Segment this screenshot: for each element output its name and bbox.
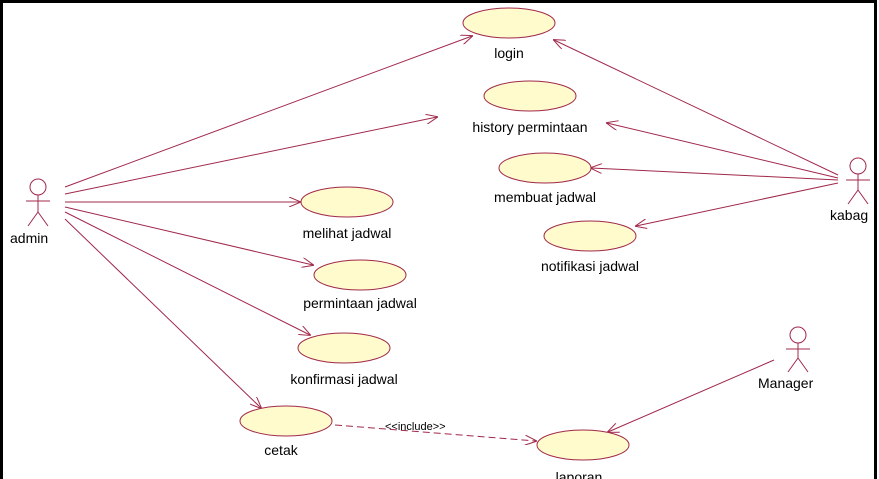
usecase-laporan[interactable]: laporan — [536, 429, 630, 479]
edge-kabag-login — [554, 40, 839, 176]
actor-kabag[interactable] — [846, 157, 870, 205]
usecase-permintaan-jadwal[interactable]: permintaan jadwal — [303, 259, 417, 311]
actor-kabag-head-icon — [849, 157, 867, 175]
usecase-history-permintaan[interactable]: history permintaan — [472, 80, 588, 135]
usecase-notifikasi-jadwal-label: notifikasi jadwal — [541, 258, 639, 274]
usecase-membuat-jadwal-shape — [498, 152, 592, 184]
usecase-history-permintaan-label: history permintaan — [472, 119, 587, 135]
usecase-melihat-jadwal-label: melihat jadwal — [303, 225, 392, 241]
usecase-permintaan-jadwal-shape — [313, 259, 407, 291]
edge-kabag-notifikasi — [636, 182, 839, 226]
usecase-melihat-jadwal-shape — [300, 186, 394, 218]
edge-kabag-history — [607, 123, 839, 179]
usecase-login[interactable]: login — [462, 7, 556, 61]
actor-manager-label: Manager — [758, 375, 814, 391]
usecase-cetak-label: cetak — [264, 442, 298, 458]
edge-admin-login — [64, 36, 472, 188]
actor-admin[interactable] — [26, 178, 50, 227]
edge-manager-laporan — [608, 359, 775, 432]
include-label: <<include>> — [385, 421, 446, 433]
edge-admin-cetak — [64, 218, 261, 408]
edge-admin-konfirmasi — [64, 211, 310, 335]
usecase-login-label: login — [494, 45, 524, 61]
usecase-permintaan-jadwal-label: permintaan jadwal — [303, 295, 417, 311]
usecase-membuat-jadwal-label: membuat jadwal — [494, 189, 596, 205]
usecase-laporan-label: laporan — [556, 469, 603, 479]
actor-kabag-label: kabag — [830, 207, 868, 223]
usecase-notifikasi-jadwal[interactable]: notifikasi jadwal — [541, 220, 639, 274]
usecase-konfirmasi-jadwal-label: konfirmasi jadwal — [290, 371, 397, 387]
usecase-history-permintaan-shape — [483, 80, 577, 112]
usecase-konfirmasi-jadwal-shape — [297, 332, 391, 364]
edge-include-cetak-laporan — [334, 424, 536, 441]
usecase-konfirmasi-jadwal[interactable]: konfirmasi jadwal — [290, 332, 398, 387]
actor-manager[interactable] — [786, 326, 810, 373]
edge-admin-permintaan — [64, 206, 313, 265]
usecase-melihat-jadwal[interactable]: melihat jadwal — [300, 186, 394, 241]
actor-admin-label: admin — [10, 230, 48, 246]
usecase-login-shape — [462, 7, 556, 39]
actor-manager-head-icon — [789, 326, 807, 344]
edge-kabag-membuat — [591, 168, 839, 181]
admin-associations — [64, 36, 472, 408]
usecase-notifikasi-jadwal-shape — [543, 220, 637, 252]
edge-admin-history — [64, 117, 437, 195]
usecase-cetak-shape — [239, 405, 333, 437]
usecase-laporan-shape — [536, 429, 630, 461]
usecase-cetak[interactable]: cetak — [239, 405, 333, 458]
kabag-associations — [554, 40, 839, 226]
actor-admin-head-icon — [29, 178, 47, 196]
usecase-membuat-jadwal[interactable]: membuat jadwal — [494, 152, 596, 205]
